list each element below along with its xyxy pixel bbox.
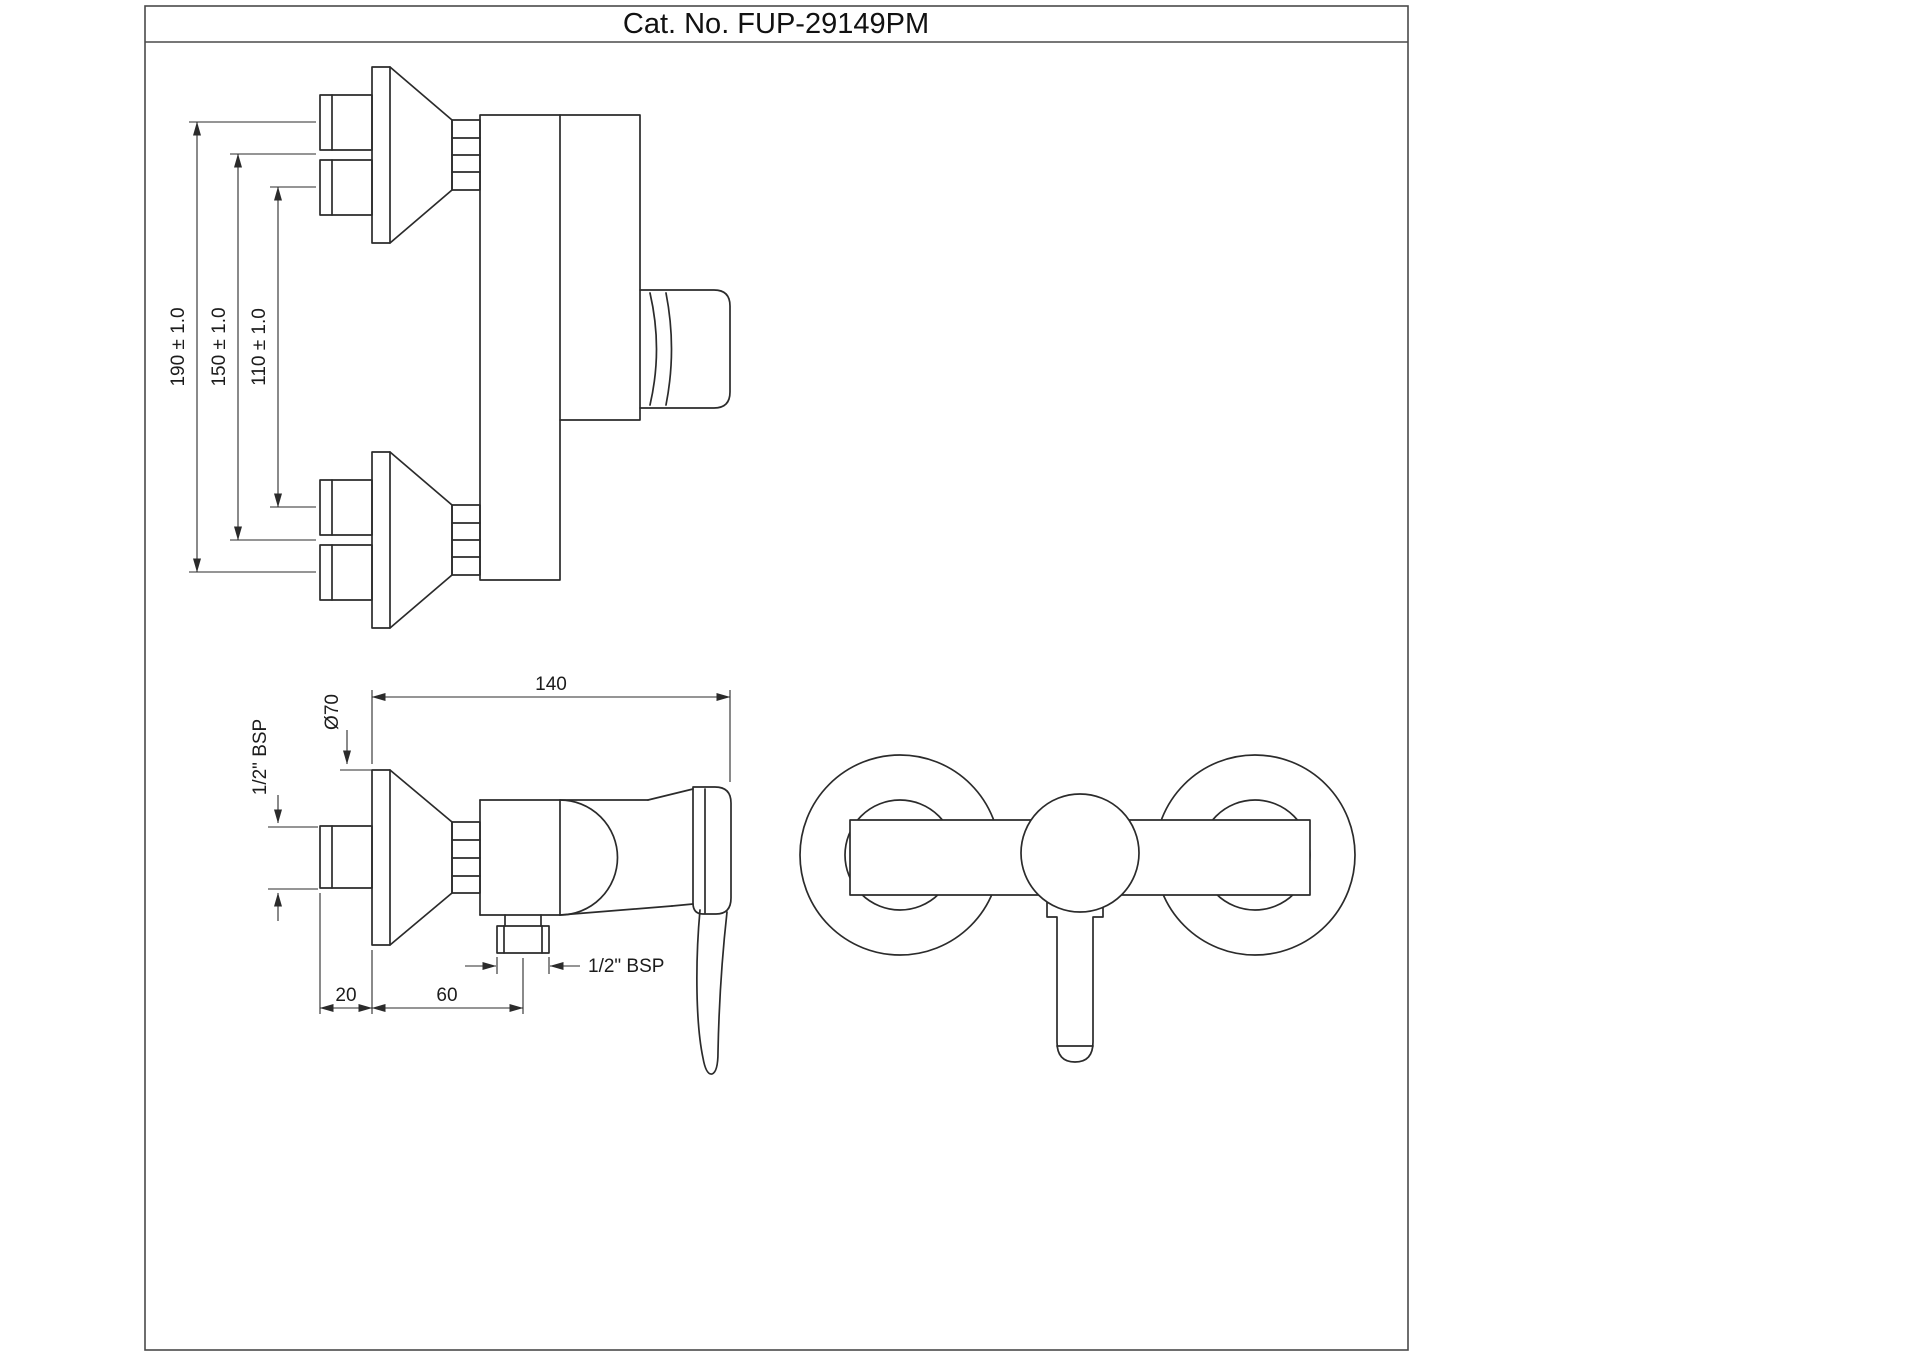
dim-190: 190 ± 1.0 bbox=[168, 121, 316, 573]
dim-label-60: 60 bbox=[436, 985, 457, 1006]
dim-dia70: Ø70 bbox=[322, 694, 374, 771]
dim-20-60: 20 60 bbox=[319, 893, 524, 1014]
dim-label-bsp-inlet: 1/2" BSP bbox=[250, 719, 271, 795]
dim-label-bsp-outlet: 1/2" BSP bbox=[588, 956, 664, 977]
side-elevation-view: 190 ± 1.0 150 ± 1.0 110 ± 1.0 bbox=[168, 66, 731, 629]
dim-label-110: 110 ± 1.0 bbox=[249, 308, 270, 386]
inlet-assembly-bottom bbox=[319, 451, 481, 629]
lever-handle-front bbox=[1046, 877, 1104, 1063]
dim-140: 140 bbox=[371, 674, 731, 782]
profile-view: 140 Ø70 1/2" BSP 20 60 bbox=[250, 674, 732, 1075]
dim-label-dia70: Ø70 bbox=[322, 694, 343, 730]
bottom-outlet bbox=[496, 914, 550, 954]
dim-label-150: 150 ± 1.0 bbox=[209, 307, 230, 386]
dim-110: 110 ± 1.0 bbox=[249, 186, 316, 508]
dim-label-140: 140 bbox=[535, 674, 567, 695]
dim-bsp-inlet: 1/2" BSP bbox=[250, 719, 318, 921]
dim-bsp-outlet: 1/2" BSP bbox=[465, 956, 664, 977]
dim-label-190: 190 ± 1.0 bbox=[168, 307, 189, 386]
dim-150: 150 ± 1.0 bbox=[209, 153, 316, 541]
mixer-body-side bbox=[479, 114, 731, 581]
inlet-assembly-profile bbox=[319, 769, 481, 946]
cartridge-cap bbox=[1020, 793, 1140, 913]
mixer-body-profile bbox=[479, 799, 673, 916]
dim-label-20: 20 bbox=[335, 985, 356, 1006]
inlet-assembly-top bbox=[319, 66, 481, 244]
page-title: Cat. No. FUP-29149PM bbox=[623, 8, 929, 40]
sheet-frame: Cat. No. FUP-29149PM bbox=[144, 5, 1409, 1351]
lever-handle-profile bbox=[647, 786, 732, 1075]
front-view bbox=[799, 754, 1356, 1063]
